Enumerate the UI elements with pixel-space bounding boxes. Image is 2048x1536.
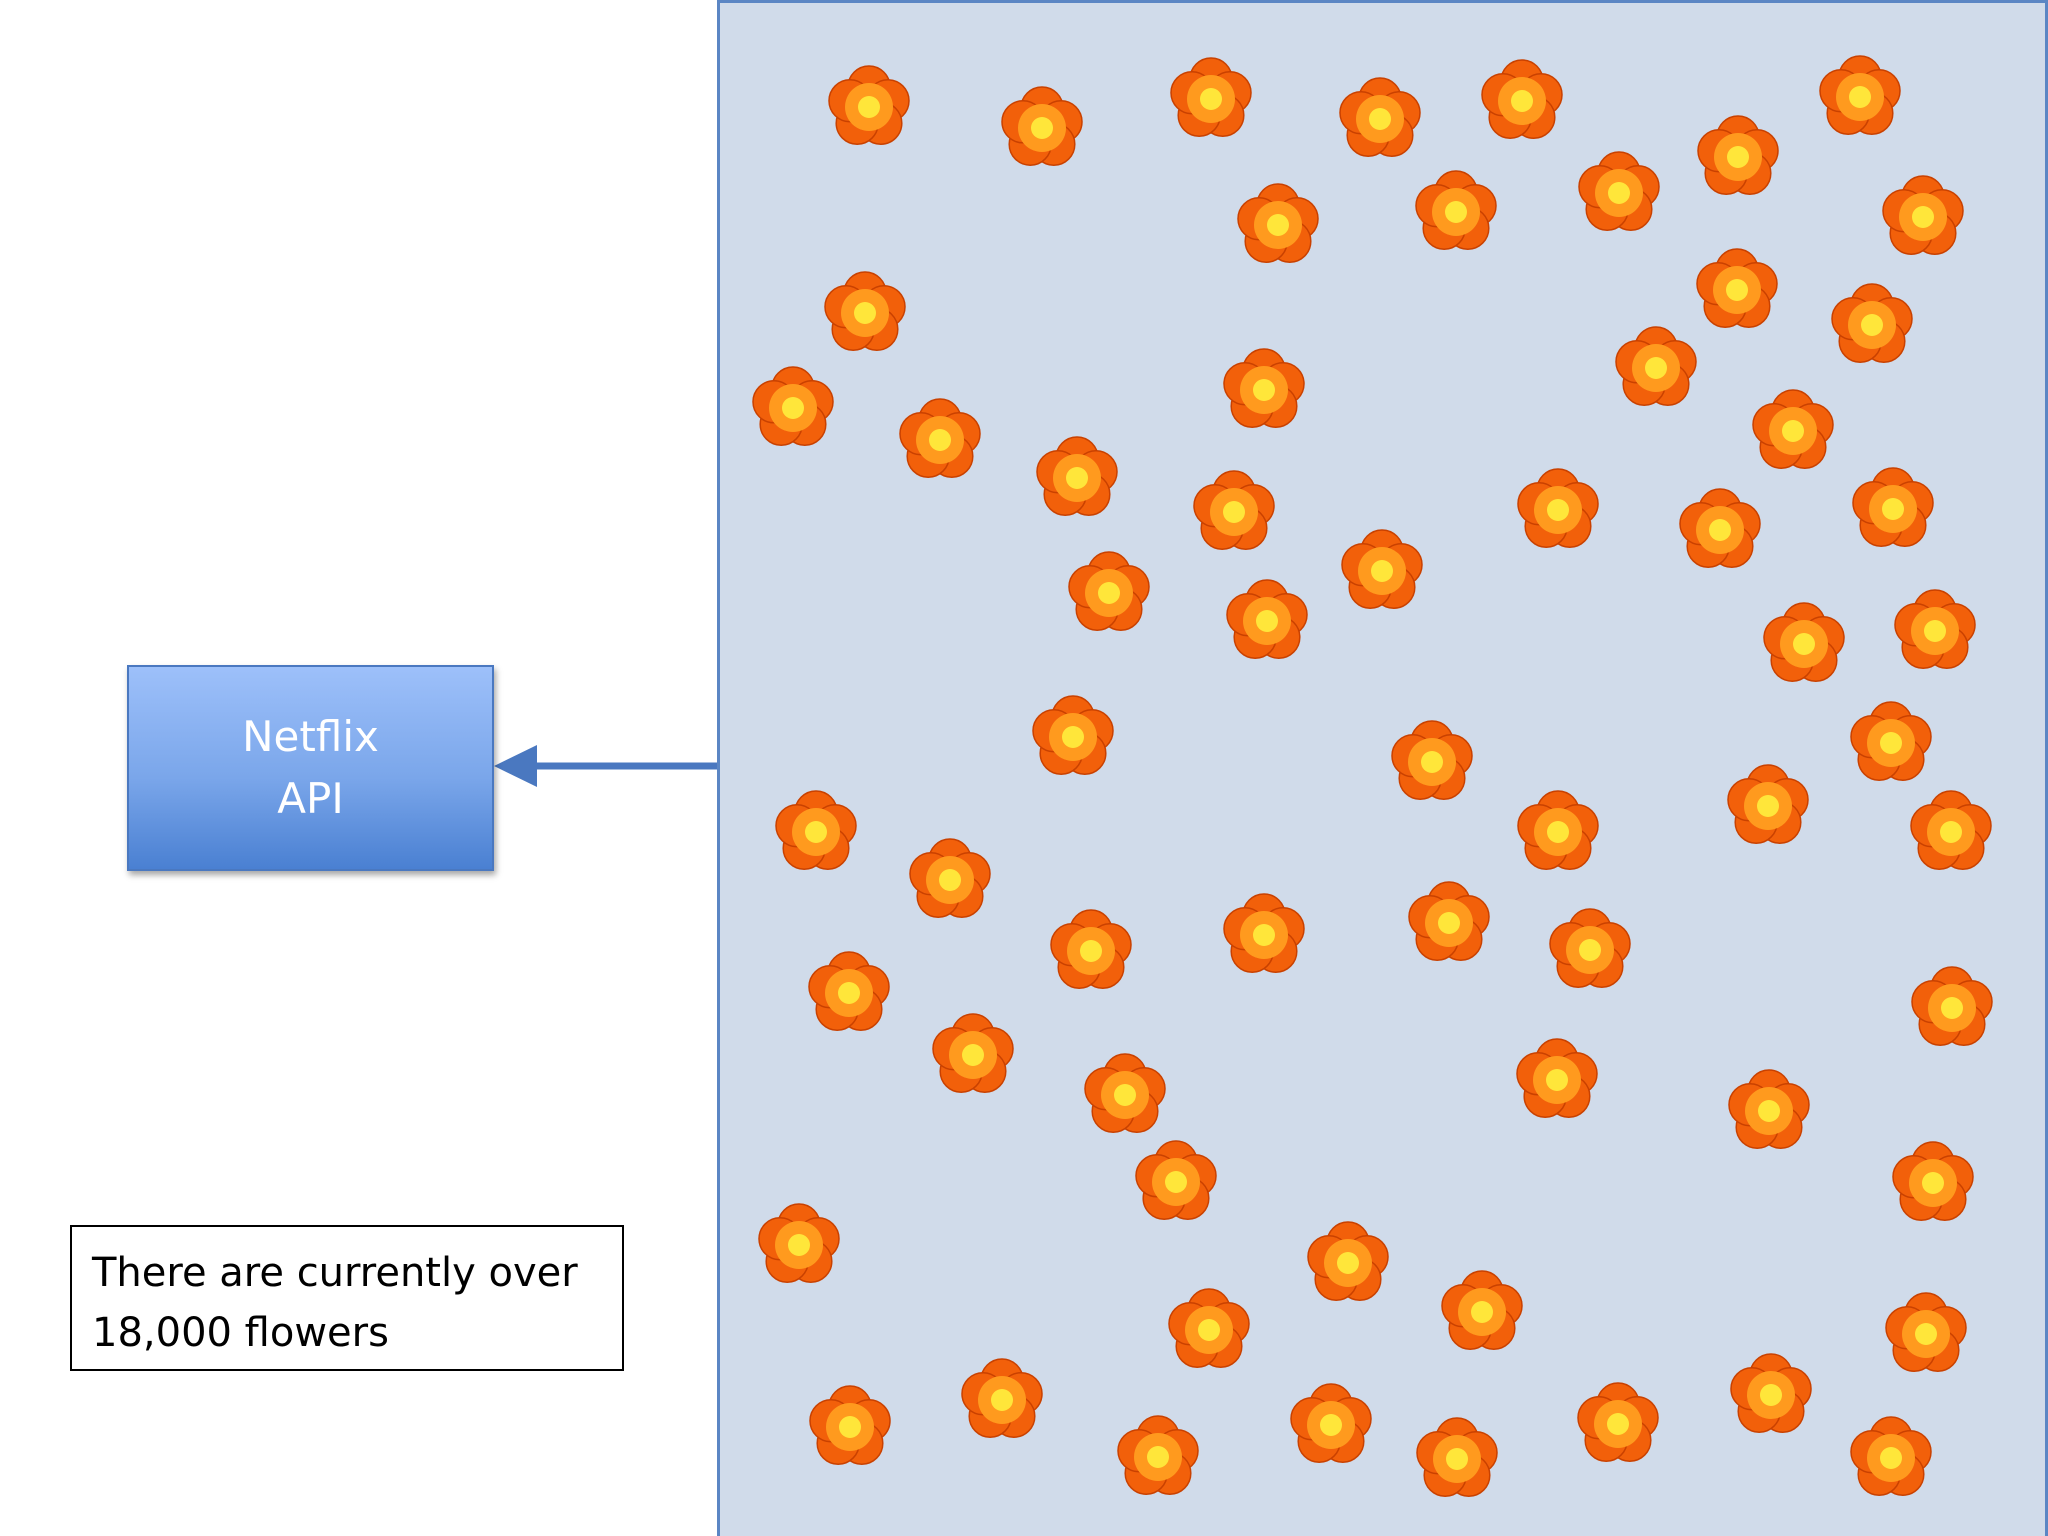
flower-icon bbox=[1730, 1353, 1812, 1433]
flower-icon bbox=[1752, 389, 1834, 469]
flower-icon bbox=[828, 65, 910, 145]
flower-icon bbox=[1170, 57, 1252, 137]
flower-icon bbox=[961, 1358, 1043, 1438]
flower-icon bbox=[1852, 467, 1934, 547]
flower-icon bbox=[1850, 1416, 1932, 1496]
flower-icon bbox=[1290, 1383, 1372, 1463]
flower-icon bbox=[1408, 881, 1490, 961]
flower-icon bbox=[1068, 551, 1150, 631]
flower-icon bbox=[824, 271, 906, 351]
flower-count-note-text: There are currently over 18,000 flowers bbox=[92, 1250, 578, 1356]
flower-icon bbox=[1036, 436, 1118, 516]
flower-icon bbox=[932, 1013, 1014, 1093]
flower-icon bbox=[808, 951, 890, 1031]
flower-field bbox=[717, 0, 2048, 1536]
flower-icon bbox=[1763, 602, 1845, 682]
flower-icon bbox=[1001, 86, 1083, 166]
flower-icon bbox=[1135, 1140, 1217, 1220]
flower-icon bbox=[1910, 790, 1992, 870]
flower-icon bbox=[1226, 579, 1308, 659]
flower-icon bbox=[1341, 529, 1423, 609]
flower-icon bbox=[1032, 695, 1114, 775]
flower-icon bbox=[1577, 1382, 1659, 1462]
flower-icon bbox=[1697, 115, 1779, 195]
flower-icon bbox=[1050, 909, 1132, 989]
flower-icon bbox=[1441, 1270, 1523, 1350]
flower-icon bbox=[1517, 790, 1599, 870]
flower-icon bbox=[1911, 966, 1993, 1046]
netflix-api-label: Netflix API bbox=[242, 712, 379, 823]
flower-icon bbox=[1516, 1038, 1598, 1118]
flower-icon bbox=[1696, 248, 1778, 328]
flower-icon bbox=[758, 1203, 840, 1283]
flower-icon bbox=[1894, 589, 1976, 669]
flower-icon bbox=[1084, 1053, 1166, 1133]
flower-icon bbox=[1416, 1417, 1498, 1497]
flower-icon bbox=[752, 366, 834, 446]
flower-icon bbox=[1549, 908, 1631, 988]
flower-icon bbox=[1168, 1288, 1250, 1368]
flower-icon bbox=[1850, 701, 1932, 781]
flower-icon bbox=[1727, 764, 1809, 844]
flower-icon bbox=[1679, 488, 1761, 568]
flower-icon bbox=[1615, 326, 1697, 406]
flower-icon bbox=[1307, 1221, 1389, 1301]
flower-icon bbox=[1391, 720, 1473, 800]
flower-count-note: There are currently over 18,000 flowers bbox=[70, 1225, 624, 1371]
flower-icon bbox=[1415, 170, 1497, 250]
flower-icon bbox=[1885, 1292, 1967, 1372]
flower-icon bbox=[809, 1385, 891, 1465]
flower-icon bbox=[1882, 175, 1964, 255]
flower-icon bbox=[1728, 1069, 1810, 1149]
flower-icon bbox=[1117, 1415, 1199, 1495]
flower-icon bbox=[1237, 183, 1319, 263]
flower-icon bbox=[1223, 348, 1305, 428]
netflix-api-box: Netflix API bbox=[127, 665, 494, 871]
flower-icon bbox=[1481, 59, 1563, 139]
flower-icon bbox=[1339, 77, 1421, 157]
flower-icon bbox=[1892, 1141, 1974, 1221]
flower-icon bbox=[899, 398, 981, 478]
flower-icon bbox=[1578, 151, 1660, 231]
flower-icon bbox=[1223, 893, 1305, 973]
flower-icon bbox=[775, 790, 857, 870]
flower-icon bbox=[909, 838, 991, 918]
flower-icon bbox=[1193, 470, 1275, 550]
flower-icon bbox=[1517, 468, 1599, 548]
flower-icon bbox=[1831, 283, 1913, 363]
flower-icon bbox=[1819, 55, 1901, 135]
